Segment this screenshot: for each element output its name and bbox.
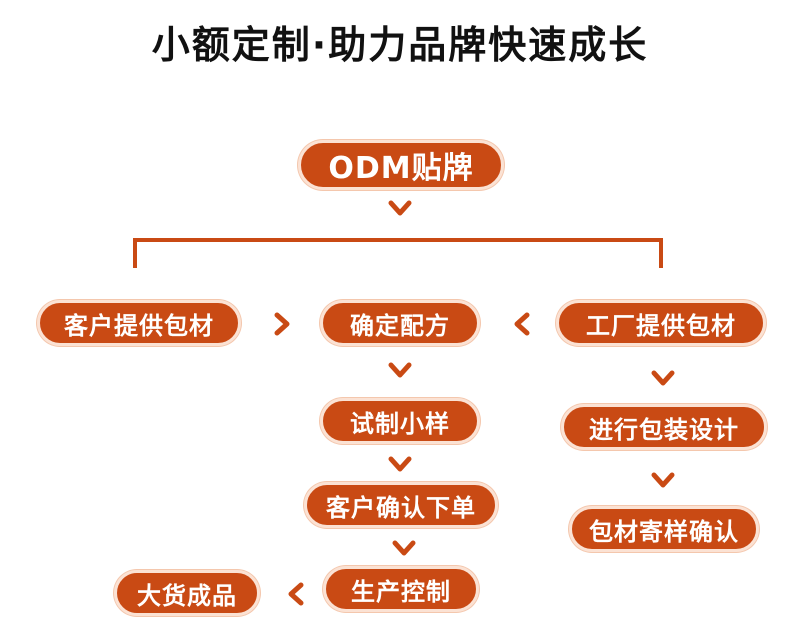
branch-connector [133, 238, 663, 268]
node-client-material: 客户提供包材 [37, 300, 241, 346]
chevron-down-icon [388, 362, 412, 378]
node-material-sample-confirm: 包材寄样确认 [569, 506, 759, 552]
node-confirm-formula: 确定配方 [320, 300, 480, 346]
page-title: 小额定制·助力品牌快速成长 [151, 23, 649, 67]
node-production-control: 生产控制 [323, 566, 479, 612]
chevron-right-icon [274, 312, 290, 336]
node-package-design: 进行包装设计 [561, 404, 767, 450]
node-client-order: 客户确认下单 [304, 482, 498, 528]
node-factory-material: 工厂提供包材 [556, 300, 766, 346]
chevron-down-icon [388, 456, 412, 472]
chevron-left-icon [514, 312, 530, 336]
chevron-down-icon [392, 540, 416, 556]
node-trial-sample: 试制小样 [320, 398, 480, 444]
node-bulk-product: 大货成品 [114, 570, 260, 616]
node-odm: ODM贴牌 [298, 140, 504, 190]
chevron-down-icon [651, 370, 675, 386]
chevron-left-icon [288, 582, 304, 606]
chevron-down-icon [388, 200, 412, 216]
chevron-down-icon [651, 472, 675, 488]
